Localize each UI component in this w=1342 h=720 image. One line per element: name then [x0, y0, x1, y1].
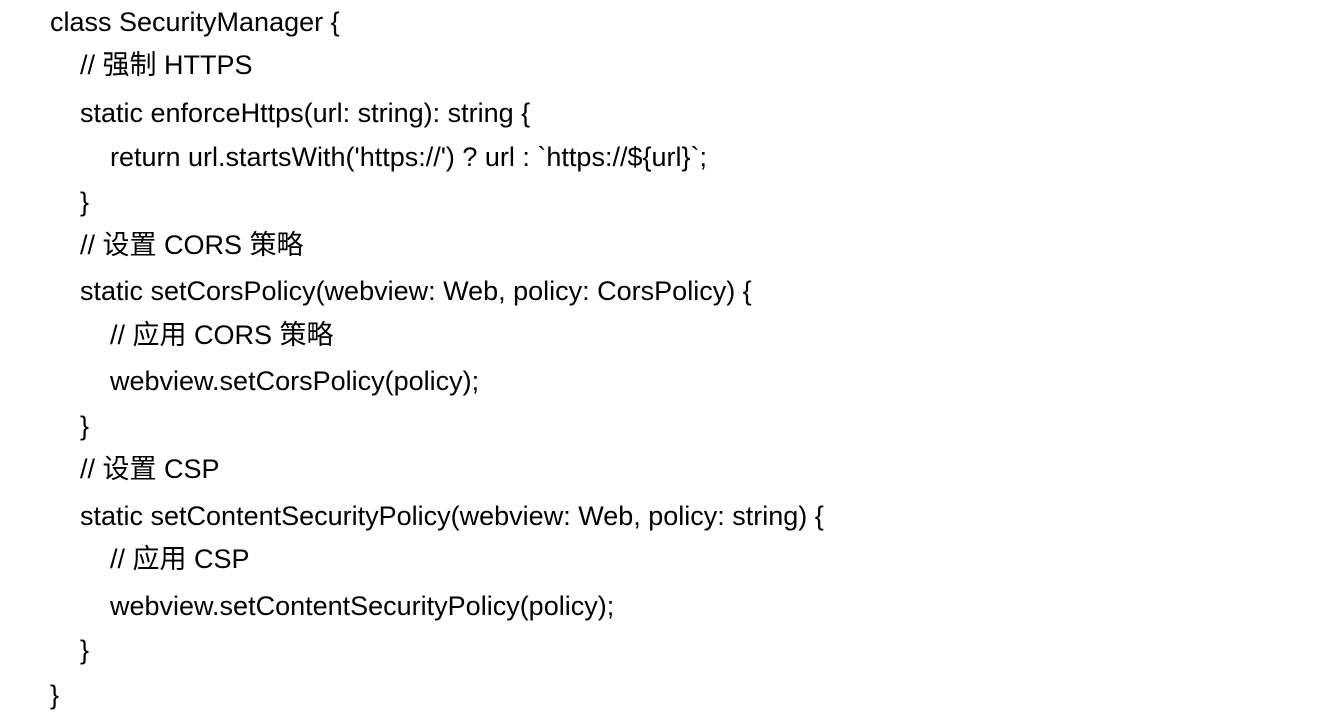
code-line-comment-apply-cors: // 应用 CORS 策略 [110, 320, 334, 350]
code-line-close-brace: } [80, 187, 90, 217]
code-line-comment-apply-csp: // 应用 CSP [110, 544, 250, 574]
code-line-return-statement: return url.startsWith('https://') ? url … [110, 142, 707, 172]
code-line-class-close-brace: } [50, 680, 60, 710]
code-line-comment-csp: // 设置 CSP [80, 454, 220, 484]
code-line-class-declaration: class SecurityManager { [50, 7, 340, 37]
code-line-set-csp-signature: static setContentSecurityPolicy(webview:… [80, 501, 824, 531]
code-line-enforce-https-signature: static enforceHttps(url: string): string… [80, 98, 531, 128]
code-line-close-brace: } [80, 411, 90, 441]
code-line-set-cors-signature: static setCorsPolicy(webview: Web, polic… [80, 276, 752, 306]
code-line-comment-https: // 强制 HTTPS [80, 50, 253, 80]
code-line-set-csp-call: webview.setContentSecurityPolicy(policy)… [110, 591, 615, 621]
code-line-comment-cors: // 设置 CORS 策略 [80, 230, 304, 260]
code-line-set-cors-call: webview.setCorsPolicy(policy); [110, 366, 480, 396]
code-line-close-brace: } [80, 635, 90, 665]
